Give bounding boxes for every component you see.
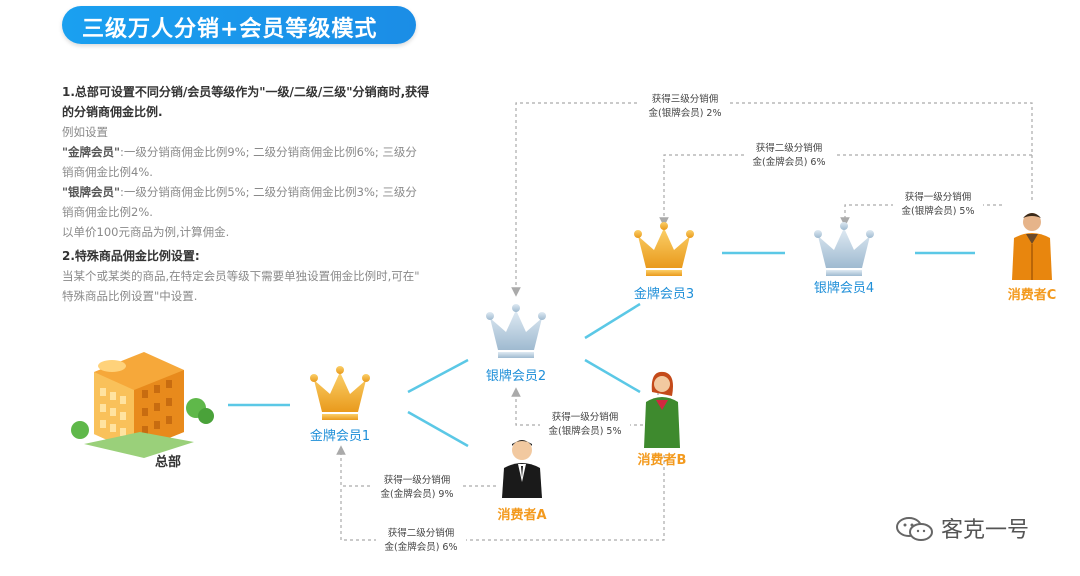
silver-member-label: "银牌会员" xyxy=(62,185,120,199)
note-3-line-1: 获得一级分销佣 xyxy=(905,191,972,203)
page-title: 三级万人分销+会员等级模式 xyxy=(82,17,378,42)
gold-crown-icon-1 xyxy=(310,366,370,420)
gold-member-label: "金牌会员" xyxy=(62,145,120,159)
watermark-text: 客克一号 xyxy=(941,518,1030,543)
commission-notes: 获得三级分销佣 金(银牌会员) 2% 获得二级分销佣 金(金牌会员) 6% 获得… xyxy=(372,90,983,555)
silver-crown-icon-4 xyxy=(814,222,874,276)
note-6-line-1: 获得二级分销佣 xyxy=(388,527,455,539)
rule-2-text: 当某个或某类的商品,在特定会员等级下需要单独设置佣金比例时,可在" xyxy=(62,269,420,283)
consumer-a-icon xyxy=(502,440,542,498)
note-4-line-1: 获得一级分销佣 xyxy=(552,411,619,423)
note-2-line-1: 获得二级分销佣 xyxy=(756,142,823,154)
rule-silver-line-2: 销商佣金比例2%. xyxy=(62,205,153,219)
silver-member-text: :一级分销商佣金比例5%; 二级分销商佣金比例3%; 三级分 xyxy=(119,185,417,199)
rule-1-heading: 1.总部可设置不同分销/会员等级作为"一级/二级/三级"分销商时,获得 xyxy=(62,85,430,99)
note-5-line-2: 金(金牌会员) 9% xyxy=(380,488,453,500)
silver2-label: 银牌会员2 xyxy=(486,368,546,384)
note-2-line-2: 金(金牌会员) 6% xyxy=(752,156,825,168)
gold1-label: 金牌会员1 xyxy=(310,428,370,444)
title-banner: 三级万人分销+会员等级模式 xyxy=(62,6,416,44)
connector-gold1-silver2 xyxy=(407,358,469,394)
consumer-a-label: 消费者A xyxy=(497,507,546,523)
wechat-icon xyxy=(896,517,933,541)
connector-gold1-consumerA xyxy=(407,410,469,448)
path-b-to-gold1 xyxy=(340,455,665,541)
rule-2-heading: 2.特殊商品佣金比例设置: xyxy=(62,249,200,263)
rule-1-heading-cont: 的分销商佣金比例. xyxy=(62,105,163,119)
path-c-to-gold3 xyxy=(659,154,1032,227)
silver4-label: 银牌会员4 xyxy=(814,280,874,296)
rule-example-price: 以单价100元商品为例,计算佣金. xyxy=(62,225,230,239)
gold-crown-icon-3 xyxy=(634,222,694,276)
consumer-b-label: 消费者B xyxy=(638,452,687,468)
rule-gold-line: "金牌会员":一级分销商佣金比例9%; 二级分销商佣金比例6%; 三级分 xyxy=(62,142,442,162)
hq-label: 总部 xyxy=(155,454,181,470)
consumer-c-label: 消费者C xyxy=(1008,287,1057,303)
note-1-line-2: 金(银牌会员) 2% xyxy=(648,107,721,119)
rules-panel: 1.总部可设置不同分销/会员等级作为"一级/二级/三级"分销商时,获得 的分销商… xyxy=(62,82,442,306)
hq-building-icon xyxy=(71,352,214,458)
silver-crown-icon-2 xyxy=(486,304,546,358)
consumer-b-icon xyxy=(644,371,680,448)
rule-example: 例如设置 xyxy=(62,125,108,139)
rule-2-text-cont: 特殊商品比例设置"中设置. xyxy=(62,289,198,303)
connectors xyxy=(228,251,975,448)
gold3-label: 金牌会员3 xyxy=(634,286,694,302)
gold-member-text: :一级分销商佣金比例9%; 二级分销商佣金比例6%; 三级分 xyxy=(119,145,417,159)
rule-silver-line: "银牌会员":一级分销商佣金比例5%; 二级分销商佣金比例3%; 三级分 xyxy=(62,182,442,202)
consumer-c-icon xyxy=(1012,213,1052,280)
path-c-to-silver2 xyxy=(511,102,1033,297)
note-6-line-2: 金(金牌会员) 6% xyxy=(384,541,457,553)
path-c-to-silver4 xyxy=(840,204,1002,227)
note-4-line-2: 金(银牌会员) 5% xyxy=(548,425,621,437)
note-1-line-1: 获得三级分销佣 xyxy=(652,93,719,105)
rule-gold-line-2: 销商佣金比例4%. xyxy=(62,165,153,179)
connector-silver2-gold3 xyxy=(584,302,641,340)
connector-silver2-consumerB xyxy=(584,358,641,394)
note-3-line-2: 金(银牌会员) 5% xyxy=(901,205,974,217)
note-5-line-1: 获得一级分销佣 xyxy=(384,474,451,486)
